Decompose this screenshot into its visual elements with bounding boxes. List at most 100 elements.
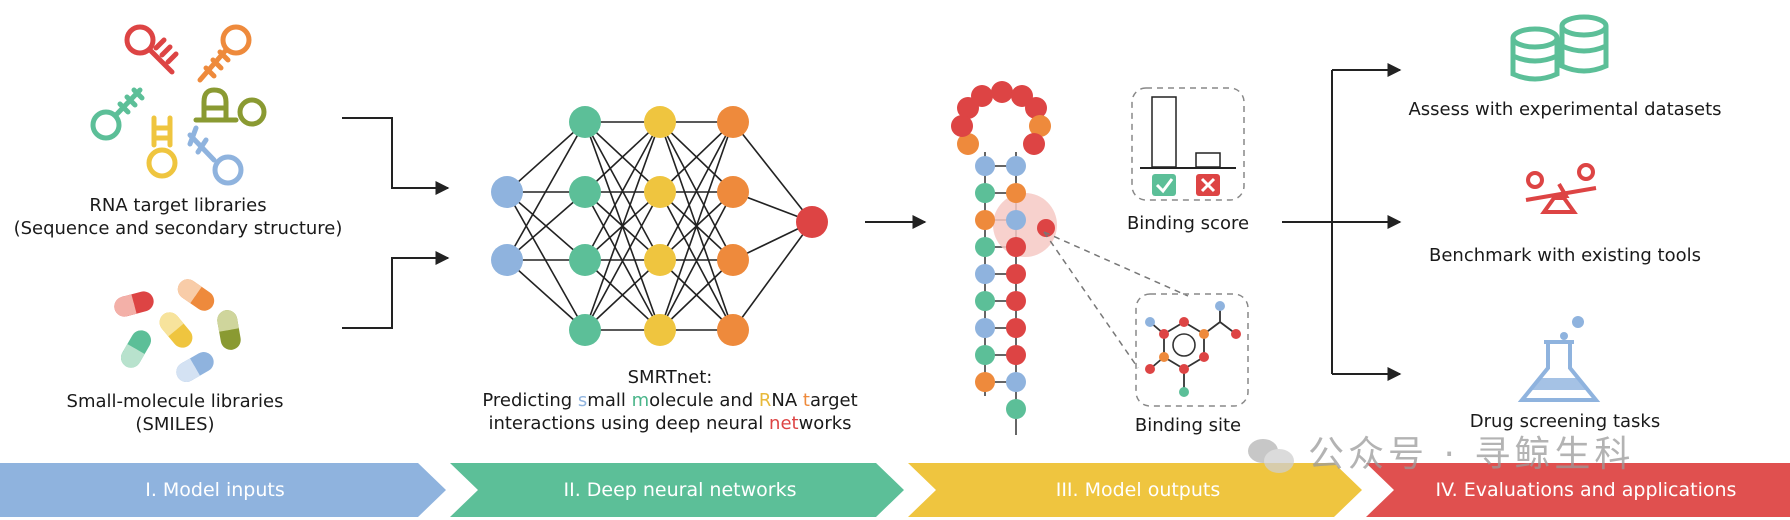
rna-nucleotide: [975, 183, 995, 203]
watermark: 公众号 · 寻鲸生科: [1248, 425, 1634, 477]
network-description-line1: Predicting small molecule and RNA target: [460, 389, 880, 412]
rna-nucleotide: [1023, 133, 1045, 155]
rna-nucleotide: [991, 81, 1013, 103]
rna-nucleotide: [1006, 264, 1026, 284]
caption-segment: Predicting: [482, 390, 578, 411]
balance-icon: [1525, 163, 1597, 214]
network-edge: [584, 121, 661, 261]
stage-chevron-4: [1366, 463, 1790, 517]
rna-nucleotide: [1006, 183, 1026, 203]
network-edge: [732, 221, 813, 331]
rna-nucleotide: [1006, 156, 1026, 176]
network-edge: [506, 121, 586, 193]
smiles-library-title: Small-molecule libraries: [66, 391, 284, 412]
stage-label-networks: II. Deep neural networks: [563, 479, 797, 501]
rna-library-title: RNA target libraries: [89, 195, 267, 216]
smiles-library-subtitle: (SMILES): [135, 414, 215, 435]
rna-structure-figure: [951, 81, 1189, 435]
network-node: [796, 206, 828, 238]
network-node: [717, 314, 749, 346]
rna-nucleotide: [975, 210, 995, 230]
rna-nucleotide: [975, 291, 995, 311]
network-edge: [584, 191, 661, 331]
rna-hairpin-icon: [197, 24, 252, 83]
network-title: SMRTnet:: [627, 367, 713, 388]
binding-score-label: Binding score: [1126, 213, 1250, 234]
watermark-text: 公众号 · 寻鲸生科: [1308, 434, 1635, 475]
network-edges: [506, 121, 813, 331]
network-edge: [659, 191, 734, 331]
rna-library-icon-group: [90, 24, 267, 186]
network-edge: [506, 191, 586, 261]
smiles-input-arrow: [342, 251, 450, 329]
caption-segment: s: [577, 390, 588, 411]
stage-band: [0, 463, 1790, 517]
small-molecule-icon-group: [114, 279, 241, 382]
caption-segment: R: [758, 390, 772, 411]
rna-nucleotide: [975, 237, 995, 257]
rna-input-arrow: [342, 117, 450, 195]
rna-nucleotide: [1006, 291, 1026, 311]
rna-nucleotide: [1037, 219, 1055, 237]
rna-nucleotide: [1006, 237, 1026, 257]
rna-nucleotide: [1006, 318, 1026, 338]
network-node: [717, 106, 749, 138]
capsule-icon: [176, 352, 214, 382]
flask-icon: [1517, 316, 1601, 402]
network-description-line2: interactions using deep neural networks: [460, 412, 880, 435]
network-node: [569, 176, 601, 208]
network-node: [644, 244, 676, 276]
network-edge: [584, 259, 661, 331]
stage-label-inputs: I. Model inputs: [145, 479, 285, 501]
binding-site-label: Binding site: [1134, 415, 1242, 436]
network-node: [491, 244, 523, 276]
capsule-icon: [121, 330, 151, 368]
rna-nucleotide: [957, 133, 979, 155]
smiles-library-label: Small-molecule libraries (SMILES): [30, 390, 320, 436]
database-icon: [1510, 14, 1609, 82]
rna-hairpin-icon: [124, 24, 179, 75]
caption-segment: net: [769, 413, 799, 434]
network-caption: SMRTnet: Predicting small molecule and R…: [460, 366, 880, 435]
rna-library-subtitle: (Sequence and secondary structure): [13, 218, 343, 239]
stage-label-evaluations: IV. Evaluations and applications: [1435, 479, 1737, 501]
capsule-icon: [114, 291, 154, 317]
network-edge: [506, 191, 586, 331]
rna-nucleotide: [1006, 399, 1026, 419]
network-node: [491, 176, 523, 208]
caption-segment: interactions using deep neural: [488, 413, 770, 434]
rna-nucleotide: [1006, 210, 1026, 230]
cross-icon: [1196, 174, 1220, 196]
network-node: [569, 106, 601, 138]
evaluation-arrows: [1282, 63, 1402, 381]
network-edge: [506, 121, 586, 261]
capsule-icon: [177, 279, 215, 311]
caption-segment: olecule and: [649, 390, 759, 411]
rna-hairpin-icon: [187, 125, 244, 186]
rna-nucleotide: [1025, 97, 1047, 119]
network-node: [717, 244, 749, 276]
rna-hairpin-icon: [146, 115, 178, 179]
network-node: [644, 176, 676, 208]
network-node: [717, 176, 749, 208]
evaluation-label-screening: Drug screening tasks: [1469, 411, 1661, 432]
network-edge: [659, 259, 734, 331]
rna-hairpin-icon: [193, 87, 267, 127]
caption-segment: m: [631, 390, 650, 411]
caption-segment: t: [802, 390, 810, 411]
network-edge: [659, 121, 734, 193]
caption-segment: works: [798, 413, 852, 434]
capsule-icon: [159, 312, 193, 348]
capsule-icon: [217, 310, 241, 350]
stage-chevron-3: [908, 463, 1362, 517]
evaluation-label-benchmark: Benchmark with existing tools: [1428, 245, 1702, 266]
binding-score-chart: [1131, 87, 1245, 201]
rna-library-label: RNA target libraries (Sequence and secon…: [0, 194, 356, 240]
caption-segment: mall: [587, 390, 632, 411]
network-nodes: [491, 106, 828, 346]
rna-nucleotide: [975, 156, 995, 176]
network-edge: [584, 121, 661, 331]
rna-hairpin-icon: [90, 87, 145, 141]
network-edge: [732, 121, 813, 223]
